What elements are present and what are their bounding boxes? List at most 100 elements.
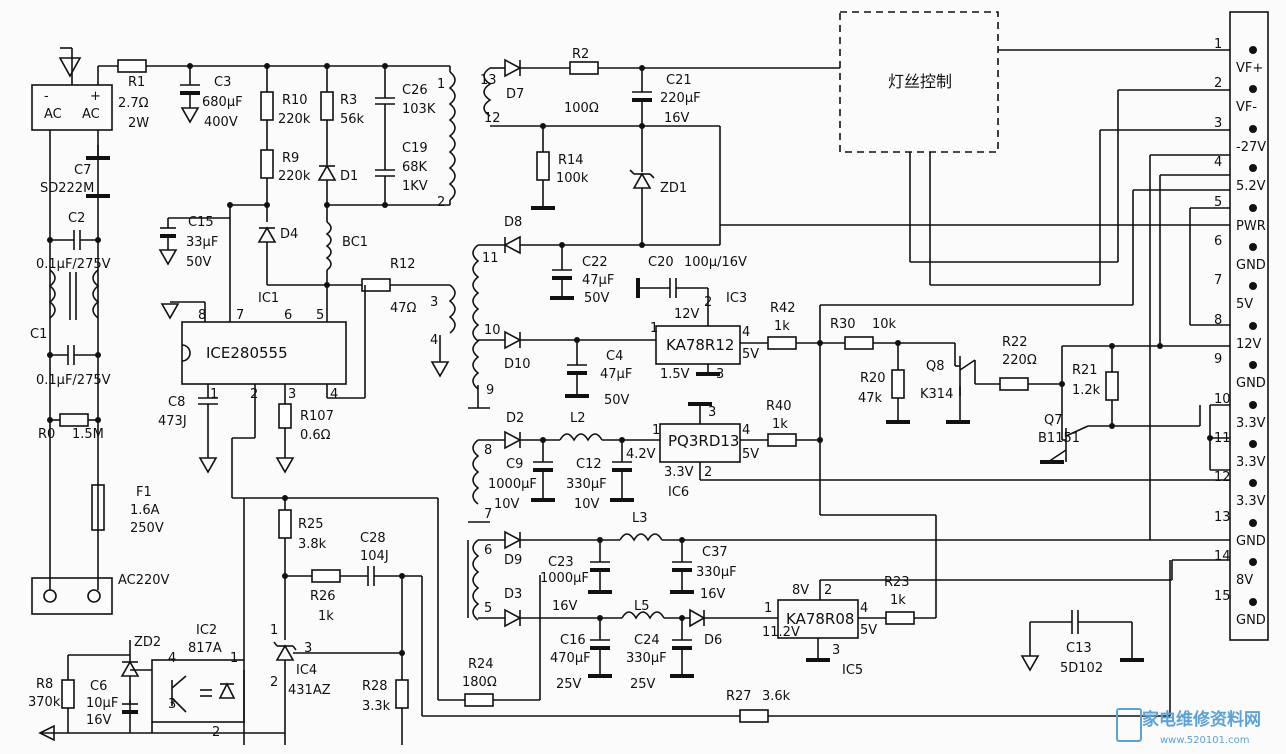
ic2-optocoupler xyxy=(151,498,245,745)
label-c8: C8 xyxy=(168,395,186,410)
label-s13: 13 xyxy=(480,73,497,88)
diode-d10 xyxy=(504,330,656,350)
label-r30-val: 10k xyxy=(872,317,897,332)
label-r14: R14 xyxy=(558,153,584,168)
label-ic6-part: PQ3RD13 xyxy=(668,432,740,450)
label-c9-val: 1000μF xyxy=(488,477,537,492)
ic3-regulator xyxy=(655,325,768,376)
label-c7: C7 xyxy=(74,163,92,178)
capacitor-c6 xyxy=(122,700,138,714)
label-ic1-part: ICE280555 xyxy=(206,344,288,362)
output-connector xyxy=(1229,11,1269,641)
label-r10-val: 220k xyxy=(278,112,311,127)
label-ic4-p3: 3 xyxy=(304,641,313,656)
label-d2: D2 xyxy=(506,411,525,426)
label-s8: 8 xyxy=(484,443,493,458)
label-c15-val: 33μF xyxy=(186,235,219,250)
label-c4: C4 xyxy=(606,349,624,364)
capacitor-c16 xyxy=(588,615,612,678)
bridge-rectifier xyxy=(31,47,113,131)
resistor-r22 xyxy=(999,377,1065,391)
diode-d7 xyxy=(504,58,570,78)
inductor-l3 xyxy=(619,533,1230,542)
label-l5: L5 xyxy=(634,599,650,614)
label-l3: L3 xyxy=(632,511,648,526)
label-ic3-in: 12V xyxy=(674,307,700,322)
label-s5: 5 xyxy=(484,601,493,616)
transistor-q7 xyxy=(1040,384,1200,464)
label-r2-val: 100Ω xyxy=(564,101,599,116)
label-r21-val: 1.2k xyxy=(1072,383,1101,398)
label-ic6: IC6 xyxy=(668,485,690,500)
label-c6-val: 10μF xyxy=(86,696,119,711)
connector-pin-number: 10 xyxy=(1214,391,1231,407)
connector-pin-dot xyxy=(1249,203,1257,212)
label-ic5-out: 5V xyxy=(860,623,878,638)
resistor-r27 xyxy=(422,560,1171,723)
capacitor-c1 xyxy=(47,345,101,365)
connector-signal-label: 3.3V xyxy=(1236,415,1266,431)
resistor-r21 xyxy=(1061,343,1160,426)
label-ic4-p2: 2 xyxy=(270,675,279,690)
capacitor-c24 xyxy=(670,615,694,678)
label-s7: 7 xyxy=(484,507,493,522)
label-r1-pwr: 2W xyxy=(128,116,150,131)
label-ic2-p3: 3 xyxy=(168,697,177,712)
transistor-q8 xyxy=(946,343,1000,424)
label-c12: C12 xyxy=(576,457,602,472)
label-ic1-p6: 6 xyxy=(284,308,293,323)
capacitor-c4 xyxy=(565,337,589,398)
resistor-r3 xyxy=(320,63,334,165)
label-ic3-p3: 3 xyxy=(716,367,725,382)
fuse-f1 xyxy=(91,484,105,531)
label-c16-v: 25V xyxy=(556,677,582,692)
watermark-logo-icon xyxy=(1116,708,1142,742)
label-r1: R1 xyxy=(128,75,146,90)
label-ic1-p2: 2 xyxy=(250,387,259,402)
label-r26: R26 xyxy=(310,589,336,604)
label-r25: R25 xyxy=(298,517,324,532)
label-ic1: IC1 xyxy=(258,291,280,306)
connector-pin-dot xyxy=(1249,479,1257,488)
label-c1: C1 xyxy=(30,327,48,342)
label-ic5-part: KA78R08 xyxy=(786,610,855,628)
label-zd1: ZD1 xyxy=(660,181,688,196)
connector-pin-number: 11 xyxy=(1214,431,1231,446)
label-ic3-part: KA78R12 xyxy=(666,336,735,354)
label-r3: R3 xyxy=(340,93,358,108)
label-d3: D3 xyxy=(504,587,523,602)
resistor-r24 xyxy=(437,498,541,707)
connector-pin-number: 9 xyxy=(1214,352,1223,368)
connector-signal-label: -27V xyxy=(1236,139,1267,155)
label-ic1-p7: 7 xyxy=(236,308,245,323)
label-t4: 4 xyxy=(430,333,439,348)
capacitor-c20 xyxy=(636,278,709,326)
connector-signal-label: GND xyxy=(1236,612,1266,628)
label-ic2: IC2 xyxy=(196,623,218,638)
label-d7: D7 xyxy=(506,87,525,102)
label-c9-v: 10V xyxy=(494,497,520,512)
ground-symbol xyxy=(58,57,82,78)
diode-d4 xyxy=(257,202,327,286)
connector-signal-label: VF- xyxy=(1236,100,1258,116)
label-s12: 12 xyxy=(484,111,501,126)
label-c21-v: 16V xyxy=(664,111,690,126)
transformer-primary xyxy=(448,66,456,205)
label-d8: D8 xyxy=(504,215,523,230)
connector-pin-dot xyxy=(1249,164,1257,173)
label-r26-val: 1k xyxy=(318,609,334,624)
connector-signal-label: GND xyxy=(1236,533,1266,549)
label-s10: 10 xyxy=(484,323,501,338)
label-t3: 3 xyxy=(430,295,439,310)
label-f1-val: 1.6A xyxy=(130,503,160,518)
capacitor-c7 xyxy=(86,145,110,198)
label-d9: D9 xyxy=(504,553,523,568)
resistor-r28 xyxy=(395,679,409,745)
resistor-r30 xyxy=(844,336,955,350)
transformer-secondary-6-5 xyxy=(467,539,505,621)
capacitor-c9 xyxy=(531,437,555,502)
label-ic2-p2: 2 xyxy=(212,725,221,740)
inductor-bc1 xyxy=(325,221,332,302)
label-r27-val: 3.6k xyxy=(762,689,791,704)
